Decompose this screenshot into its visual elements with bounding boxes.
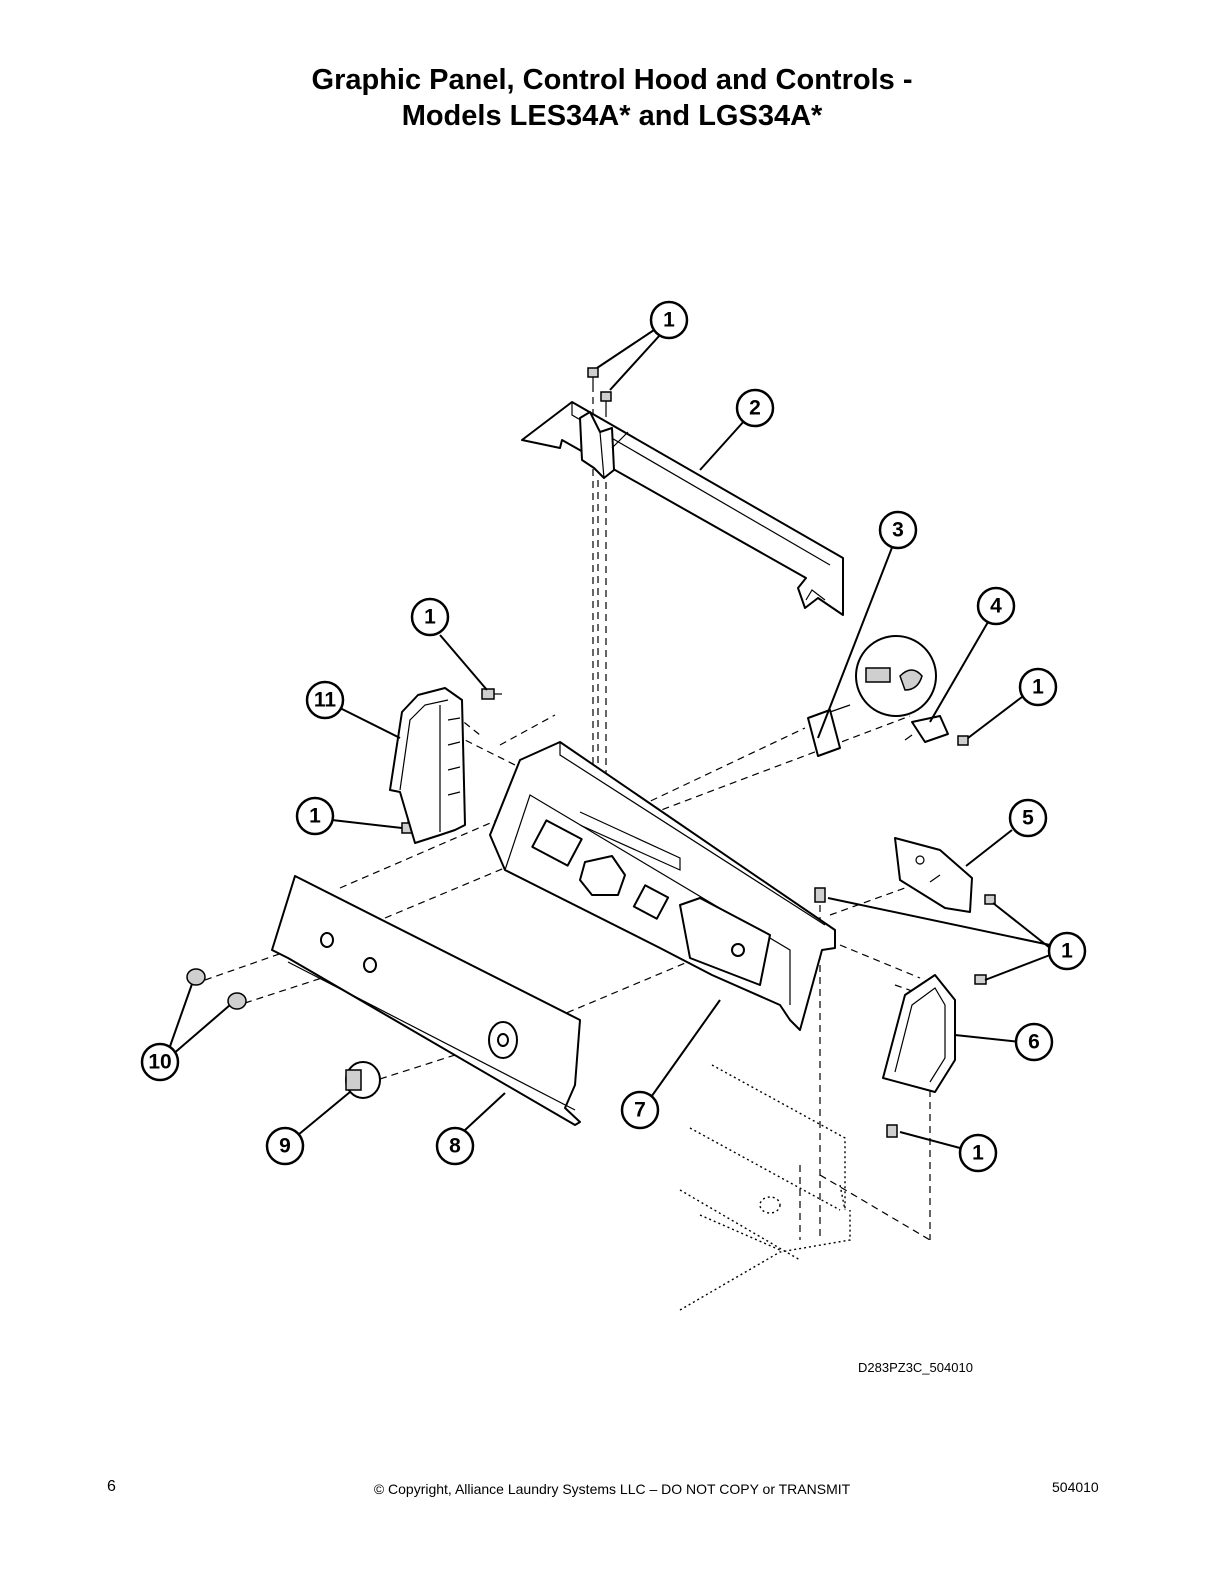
callout-c5: 5 xyxy=(1008,798,1048,838)
screw-end-cap-right-bottom xyxy=(886,1124,898,1138)
part-control-hood xyxy=(521,401,844,616)
svg-text:1: 1 xyxy=(1061,940,1073,963)
title-line-1: Graphic Panel, Control Hood and Controls… xyxy=(311,64,913,96)
part-timer xyxy=(894,837,973,913)
screw-top-right xyxy=(600,391,612,410)
svg-text:1: 1 xyxy=(424,606,436,629)
screw-top-left xyxy=(587,367,599,385)
svg-text:7: 7 xyxy=(634,1099,646,1122)
screw-end-cap-top xyxy=(481,688,502,700)
callout-c6: 6 xyxy=(1014,1022,1054,1062)
svg-text:4: 4 xyxy=(990,595,1002,618)
svg-text:2: 2 xyxy=(749,397,761,420)
callout-c1b: 1 xyxy=(1018,667,1058,707)
screws xyxy=(401,367,996,1138)
callout-c7: 7 xyxy=(620,1090,660,1130)
callout-c10: 10 xyxy=(140,1042,180,1082)
callout-c3: 3 xyxy=(878,510,918,550)
part-buttons xyxy=(186,968,247,1010)
callout-c1d: 1 xyxy=(295,796,335,836)
svg-text:1: 1 xyxy=(972,1142,984,1165)
callout-c11: 11 xyxy=(305,680,345,720)
cabinet-outline xyxy=(679,1064,851,1311)
part-right-end-cap xyxy=(882,974,956,1093)
screw-timer xyxy=(984,894,996,905)
callout-c1c: 1 xyxy=(410,597,450,637)
svg-text:9: 9 xyxy=(279,1135,291,1158)
callout-c9: 9 xyxy=(265,1126,305,1166)
callout-c8: 8 xyxy=(435,1126,475,1166)
svg-text:8: 8 xyxy=(449,1135,461,1158)
part-control-panel xyxy=(489,741,836,1031)
footer-page-number: 6 xyxy=(107,1478,116,1495)
footer-copyright: © Copyright, Alliance Laundry Systems LL… xyxy=(373,1481,851,1497)
leader-lines xyxy=(167,329,1051,1149)
svg-text:3: 3 xyxy=(892,519,904,542)
part-switch-assembly xyxy=(807,635,949,757)
callout-c4: 4 xyxy=(976,586,1016,626)
svg-text:6: 6 xyxy=(1028,1031,1040,1054)
screw-switch xyxy=(957,735,969,746)
page-title: Graphic Panel, Control Hood and Controls… xyxy=(0,62,1224,134)
part-knob xyxy=(345,1061,381,1099)
svg-text:11: 11 xyxy=(314,689,337,712)
callout-c1e: 1 xyxy=(1047,931,1087,971)
svg-text:1: 1 xyxy=(309,805,321,828)
screw-end-cap-right xyxy=(974,974,987,985)
svg-text:10: 10 xyxy=(148,1051,171,1074)
callout-c1a: 1 xyxy=(649,300,689,340)
drawing-code: D283PZ3C_504010 xyxy=(858,1360,973,1375)
title-line-2: Models LES34A* and LGS34A* xyxy=(401,100,823,132)
part-graphic-panel xyxy=(271,875,581,1126)
footer-doc-number: 504010 xyxy=(1052,1479,1099,1495)
callout-c1f: 1 xyxy=(958,1133,998,1173)
svg-text:5: 5 xyxy=(1022,807,1034,830)
screw-panel-right xyxy=(814,887,826,903)
svg-text:1: 1 xyxy=(663,309,675,332)
part-left-end-cap xyxy=(389,687,466,844)
callout-c2: 2 xyxy=(735,388,775,428)
svg-text:1: 1 xyxy=(1032,676,1044,699)
